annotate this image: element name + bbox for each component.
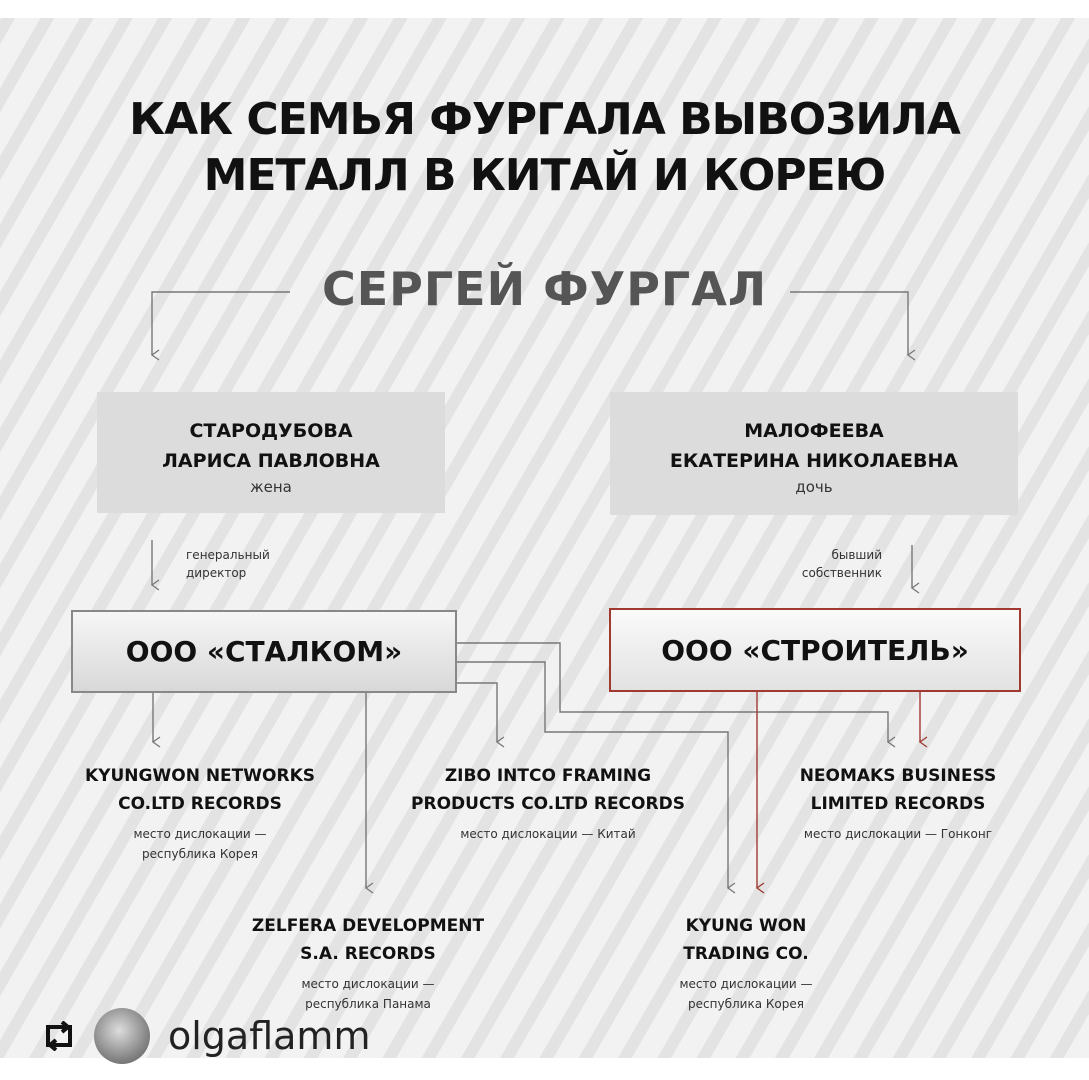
stroitel-box: ООО «СТРОИТЕЛЬ» [609, 608, 1021, 692]
recipient-kyungwon-networks: KYUNGWON NETWORKS CO.LTD RECORDS место ди… [20, 762, 380, 864]
recipient-zibo: ZIBO INTCO FRAMING PRODUCTS CO.LTD RECORD… [368, 762, 728, 844]
recipient-neomaks: NEOMAKS BUSINESS LIMITED RECORDS место ди… [718, 762, 1078, 844]
line-to-wife [150, 291, 290, 361]
wife-box: СТАРОДУБОВА ЛАРИСА ПАВЛОВНА жена [97, 392, 445, 513]
repost-icon [46, 1021, 72, 1051]
username[interactable]: olgaflamm [168, 1014, 371, 1058]
wife-role: жена [250, 478, 292, 496]
daughter-surname: МАЛОФЕЕВА [744, 420, 884, 442]
company-name-2: CO.LTD RECORDS [118, 794, 282, 814]
wife-surname: СТАРОДУБОВА [189, 420, 353, 442]
line-stalkom-zibo [457, 682, 505, 748]
line-stalkom-neomaks [457, 642, 896, 748]
background [0, 18, 1089, 1058]
company-name: ZIBO INTCO FRAMING [444, 766, 652, 786]
location: место дислокации — Китай [460, 827, 636, 841]
line-stalkom-kyungwon-trading [457, 661, 736, 894]
daughter-role: дочь [795, 478, 833, 496]
company-name-2: S.A. RECORDS [300, 944, 436, 964]
stalkom-box: ООО «СТАЛКОМ» [71, 610, 457, 693]
company-name: ZELFERA DEVELOPMENT [251, 916, 485, 936]
daughter-box: МАЛОФЕЕВА ЕКАТЕРИНА НИКОЛАЕВНА дочь [610, 392, 1018, 515]
location: место дислокации — [301, 977, 435, 991]
repost-footer: olgaflamm [42, 1008, 370, 1064]
relation-line-1: генеральный [186, 548, 270, 562]
company-name-2: TRADING CO. [683, 944, 809, 964]
company-name-2: PRODUCTS CO.LTD RECORDS [411, 794, 685, 814]
title-line-1: КАК СЕМЬЯ ФУРГАЛА ВЫВОЗИЛА [129, 94, 961, 145]
wife-name: ЛАРИСА ПАВЛОВНА [162, 450, 380, 472]
location-2: республика Панама [305, 997, 431, 1011]
page-title: КАК СЕМЬЯ ФУРГАЛА ВЫВОЗИЛА МЕТАЛЛ В КИТА… [0, 92, 1089, 204]
relation-line-1: бывший [831, 548, 882, 562]
line-to-daughter [790, 291, 916, 361]
title-line-2: МЕТАЛЛ В КИТАЙ И КОРЕЮ [203, 150, 887, 201]
company-name: NEOMAKS BUSINESS [799, 766, 997, 786]
location-2: республика Корея [142, 847, 258, 861]
recipient-kyung-won-trading: KYUNG WON TRADING CO. место дислокации — р… [566, 912, 926, 1014]
main-person: СЕРГЕЙ ФУРГАЛ [321, 262, 768, 316]
company-name-2: LIMITED RECORDS [810, 794, 986, 814]
location-2: республика Корея [688, 997, 804, 1011]
location: место дислокации — [679, 977, 813, 991]
daughter-relation: бывший собственник [760, 546, 882, 582]
recipient-zelfera: ZELFERA DEVELOPMENT S.A. RECORDS место ди… [188, 912, 548, 1014]
company-name: KYUNGWON NETWORKS [85, 766, 315, 786]
location: место дислокации — Гонконг [803, 827, 993, 841]
relation-line-2: собственник [801, 566, 882, 580]
relation-line-2: директор [186, 566, 247, 580]
daughter-name: ЕКАТЕРИНА НИКОЛАЕВНА [669, 450, 959, 472]
location: место дислокации — [133, 827, 267, 841]
wife-relation: генеральный директор [186, 546, 270, 582]
avatar[interactable] [94, 1008, 150, 1064]
company-name: KYUNG WON [685, 916, 807, 936]
